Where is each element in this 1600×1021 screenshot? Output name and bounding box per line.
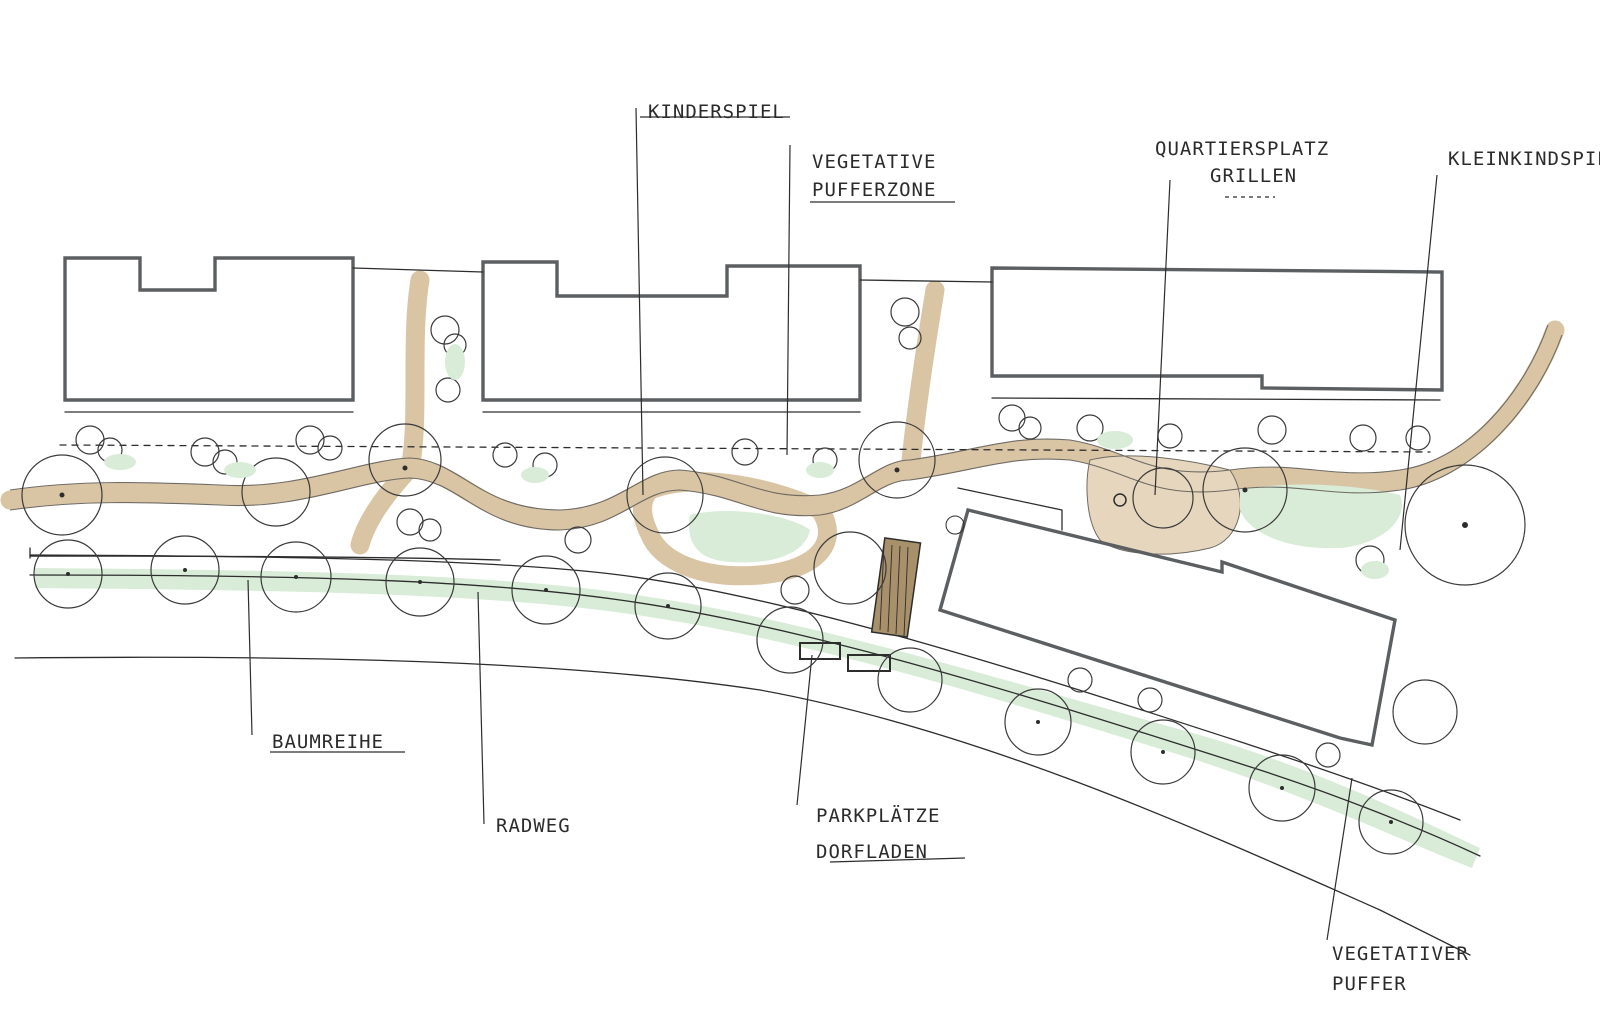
leader-kinderspiel — [635, 107, 644, 496]
shrubs — [75, 297, 1431, 768]
street-edge-south — [29, 574, 1481, 857]
play-green — [689, 510, 810, 563]
main-path-edge-a — [9, 324, 1549, 511]
deck-hatching — [879, 544, 909, 637]
plaza-feature — [1113, 493, 1127, 507]
plaza-fill — [1086, 455, 1241, 555]
small-circle — [945, 515, 965, 535]
tree-row-street — [33, 535, 1458, 855]
building-east — [990, 266, 1444, 392]
large-trees — [21, 421, 1526, 605]
connector-line-1 — [352, 267, 484, 273]
label-baumreihe: BAUMREIHE — [272, 731, 384, 753]
leader-baumreihe — [247, 579, 253, 736]
tree-row-dots — [66, 568, 1393, 824]
label-radweg: RADWEG — [496, 815, 571, 837]
play-loop — [633, 472, 837, 586]
path-south-1 — [350, 458, 420, 555]
leader-quartiersplatz — [1154, 179, 1171, 496]
label-puffer-2: PUFFER — [1332, 973, 1407, 995]
shrub-green — [104, 344, 1389, 579]
building-west — [63, 256, 355, 402]
label-pufferzone-2: PUFFERZONE — [812, 179, 936, 201]
label-pufferzone-1: VEGETATIVE — [812, 151, 936, 173]
leader-puffer — [1326, 777, 1353, 941]
kleinkind-green — [1240, 484, 1402, 549]
dashed-line — [59, 444, 1431, 453]
label-parkplaetze-1: PARKPLÄTZE — [816, 804, 940, 827]
large-tree-dots — [59, 465, 1468, 528]
parking-bay-1 — [799, 642, 841, 660]
street-edge-north — [29, 554, 1461, 821]
parking-bay-2 — [847, 654, 891, 672]
label-puffer-1: VEGETATIVER — [1332, 943, 1469, 965]
green-tree-strip — [35, 568, 1480, 868]
shop-annex — [957, 487, 1063, 531]
label-quartiersplatz-1: QUARTIERSPLATZ — [1155, 138, 1329, 160]
leader-radweg — [477, 591, 485, 825]
building-middle — [481, 260, 862, 402]
label-kinderspiel: KINDERSPIEL — [648, 101, 785, 123]
path-north-1 — [400, 270, 430, 478]
label-quartiersplatz-2: GRILLEN — [1210, 165, 1297, 187]
building-east-base — [991, 397, 1441, 401]
underline-parkplaetze — [829, 857, 966, 863]
road-edge — [14, 656, 1471, 956]
main-path-edge-b — [9, 334, 1563, 531]
path-north-2 — [900, 280, 945, 480]
timber-deck — [870, 537, 922, 638]
leader-pufferzone — [786, 144, 791, 456]
leader-parkplaetze — [796, 654, 813, 806]
connector-line-2 — [859, 279, 993, 283]
leader-kleinkindspiel — [1399, 174, 1438, 551]
label-kleinkindspiel: KLEINKINDSPIE — [1448, 148, 1600, 170]
building-shop — [937, 507, 1397, 748]
label-parkplaetze-2: DORFLADEN — [816, 841, 928, 863]
curb-line — [29, 547, 501, 561]
